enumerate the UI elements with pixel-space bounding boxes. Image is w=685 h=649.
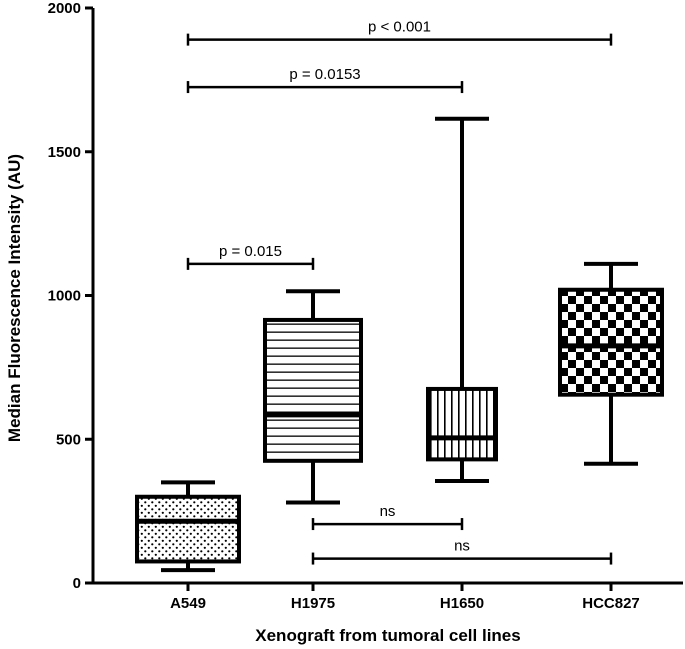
x-tick-label: HCC827 xyxy=(582,595,640,612)
p-value-label: p = 0.015 xyxy=(219,243,282,260)
box-hcc827 xyxy=(558,261,664,466)
x-ticks: A549 H1975 H1650 HCC827 xyxy=(170,583,640,612)
y-axis-title: Median Fluorescence Intensity (AU) xyxy=(5,154,24,442)
comparison-bracket: ns xyxy=(311,538,613,565)
y-tick-label: 1000 xyxy=(48,288,81,305)
iqr-box xyxy=(558,287,664,397)
comparison-bracket: p < 0.001 xyxy=(186,19,613,46)
y-ticks: 0 500 1000 1500 2000 xyxy=(48,0,93,592)
comparison-bracket: ns xyxy=(311,503,464,531)
p-value-label: p < 0.001 xyxy=(368,19,431,36)
p-value-label: p = 0.0153 xyxy=(289,66,360,83)
iqr-box xyxy=(263,317,363,463)
iqr-box xyxy=(135,494,241,564)
x-tick-label: H1650 xyxy=(440,595,484,612)
comparison-bracket: p = 0.015 xyxy=(186,243,315,270)
boxes xyxy=(135,116,664,573)
iqr-box xyxy=(426,386,498,462)
comparison-bracket: p = 0.0153 xyxy=(186,66,464,94)
y-tick-label: 500 xyxy=(56,431,81,448)
box-a549 xyxy=(135,480,241,573)
box-h1650 xyxy=(426,116,498,483)
x-tick-label: H1975 xyxy=(291,595,335,612)
p-value-label: ns xyxy=(380,503,396,520)
y-tick-label: 1500 xyxy=(48,144,81,161)
y-tick-label: 0 xyxy=(73,575,81,592)
y-tick-label: 2000 xyxy=(48,0,81,17)
significance-brackets: p < 0.001 p = 0.0153 p = 0.015 ns ns xyxy=(186,19,613,565)
x-tick-label: A549 xyxy=(170,595,206,612)
box-h1975 xyxy=(263,289,363,505)
p-value-label: ns xyxy=(454,538,470,555)
x-axis-title: Xenograft from tumoral cell lines xyxy=(255,626,520,645)
